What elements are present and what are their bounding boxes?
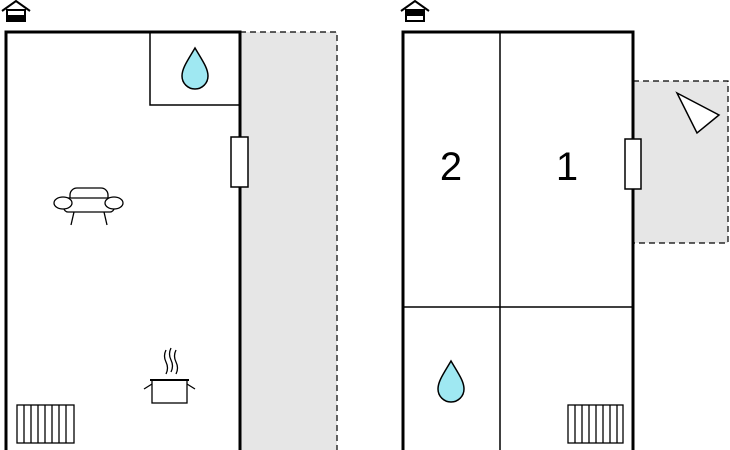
room-label-1: 1	[556, 145, 578, 189]
outer-wall	[4, 30, 242, 450]
balcony-area	[632, 80, 729, 244]
water-drop-icon-upper	[437, 359, 465, 403]
terrace-area	[239, 31, 338, 450]
door-icon-upper	[624, 138, 642, 190]
sofa-icon	[53, 187, 124, 226]
radiator-icon	[16, 404, 75, 444]
room-label-2: 2	[440, 145, 462, 189]
house-upper-floor-icon	[400, 0, 430, 22]
balcony-view-icon	[675, 91, 721, 135]
water-drop-icon	[181, 46, 209, 90]
door-icon	[230, 136, 249, 188]
upper-floor-plan: 2 1	[400, 0, 729, 450]
bathroom-room	[149, 31, 241, 106]
outer-wall-upper	[401, 30, 635, 450]
cooking-pot-icon	[143, 347, 196, 404]
house-ground-floor-icon	[1, 0, 31, 22]
ground-floor-plan	[1, 0, 338, 450]
radiator-icon-upper	[567, 404, 624, 444]
